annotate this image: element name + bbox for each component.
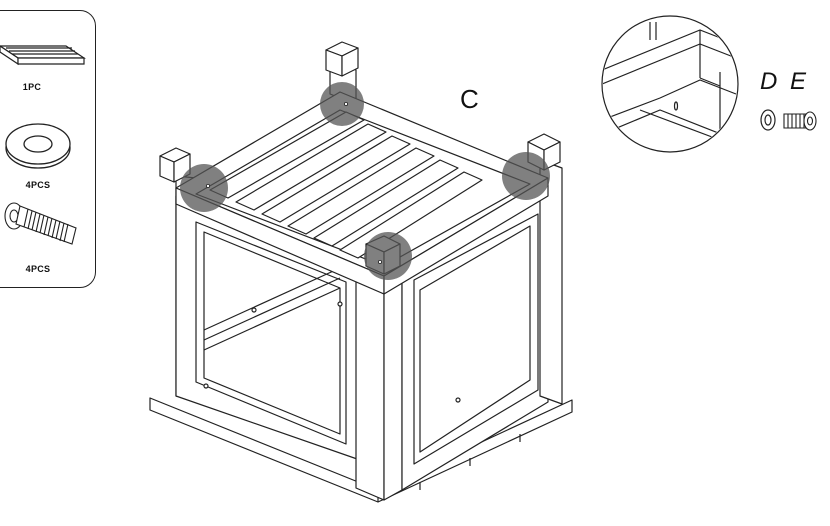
hardware-label-washer: D — [760, 68, 778, 95]
part-quantity-slat-panel: 1PC — [22, 82, 42, 92]
fixing-point-back-left — [180, 164, 228, 212]
part-quantity-washer: 4PCS — [25, 180, 51, 190]
bolt-icon — [4, 202, 77, 245]
bolt-e-icon — [783, 111, 817, 131]
fixing-point-back — [320, 82, 364, 126]
step-label: C — [460, 84, 479, 114]
fixing-point-highlights — [180, 82, 550, 280]
part-quantity-bolt: 4PCS — [25, 264, 51, 274]
hardware-label-bolt: E — [790, 68, 807, 95]
washer-icon — [5, 123, 71, 169]
detail-zoom-view — [601, 15, 739, 153]
fixing-point-front — [364, 232, 412, 280]
washer-d-icon — [760, 109, 776, 131]
fixing-point-right — [502, 152, 550, 200]
slat-panel-icon — [0, 45, 86, 66]
